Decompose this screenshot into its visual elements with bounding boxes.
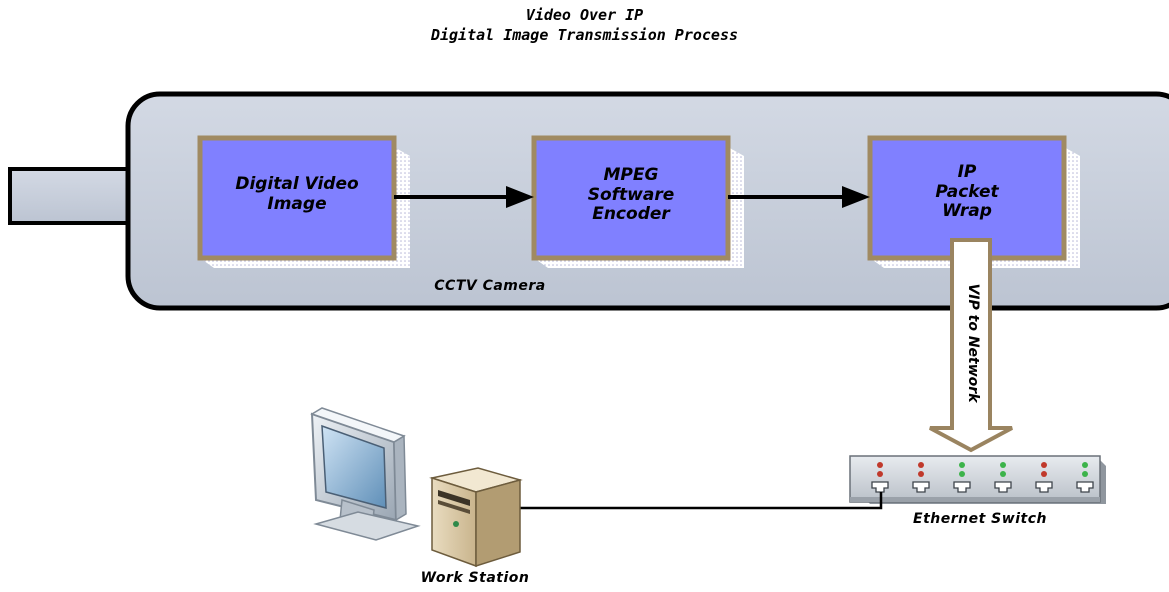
box-label-line: MPEG — [603, 165, 659, 185]
switch-port — [953, 481, 971, 493]
switch-led — [1082, 462, 1088, 468]
diagram-title-line-2: Digital Image Transmission Process — [430, 26, 739, 44]
box-label-line: Digital Video — [235, 174, 359, 194]
switch-led — [959, 462, 965, 468]
switch-port — [1035, 481, 1053, 493]
switch-led — [1082, 471, 1088, 477]
box-label-line: Software — [587, 184, 675, 205]
switch-led — [877, 462, 883, 468]
box-label-digital-video-image: Digital Video Image — [200, 174, 394, 214]
box-label-mpeg-encoder: MPEG Software Encoder — [534, 165, 728, 225]
box-label-line: Image — [267, 193, 327, 214]
switch-led — [877, 471, 883, 477]
box-label-line: Encoder — [592, 204, 670, 225]
switch-led — [1041, 471, 1047, 477]
switch-port — [912, 481, 930, 493]
switch-led — [1000, 471, 1006, 477]
arrow-encoder-to-ip-wrap — [728, 186, 870, 208]
switch-port — [1076, 481, 1094, 493]
ethernet-switch-label: Ethernet Switch — [913, 511, 1047, 527]
camera-lens — [8, 167, 132, 225]
switch-led — [918, 462, 924, 468]
box-label-ip-packet-wrap: IP Packet Wrap — [870, 162, 1064, 222]
ethernet-switch — [849, 455, 1106, 504]
process-box-digital-video-image — [197, 135, 410, 268]
switch-led — [1041, 462, 1047, 468]
switch-led — [918, 471, 924, 477]
box-label-line: Wrap — [942, 201, 992, 222]
vip-network-label: VIP to Network — [965, 283, 981, 403]
arrow-video-to-encoder — [394, 186, 534, 208]
box-label-line: IP — [957, 162, 977, 182]
switch-port — [871, 481, 889, 493]
cable-switch-to-workstation — [480, 492, 883, 516]
workstation-monitor — [310, 407, 421, 541]
switch-led — [959, 471, 965, 477]
switch-led — [1000, 462, 1006, 468]
vip-network-arrow — [929, 238, 1013, 453]
workstation-tower — [429, 467, 523, 568]
camera-label: CCTV Camera — [434, 278, 546, 294]
switch-port — [994, 481, 1012, 493]
switch-ports — [871, 462, 1094, 493]
box-label-line: Packet — [935, 181, 999, 202]
diagram-title-line-1: Video Over IP — [525, 6, 644, 24]
workstation-label: Work Station — [420, 570, 530, 586]
